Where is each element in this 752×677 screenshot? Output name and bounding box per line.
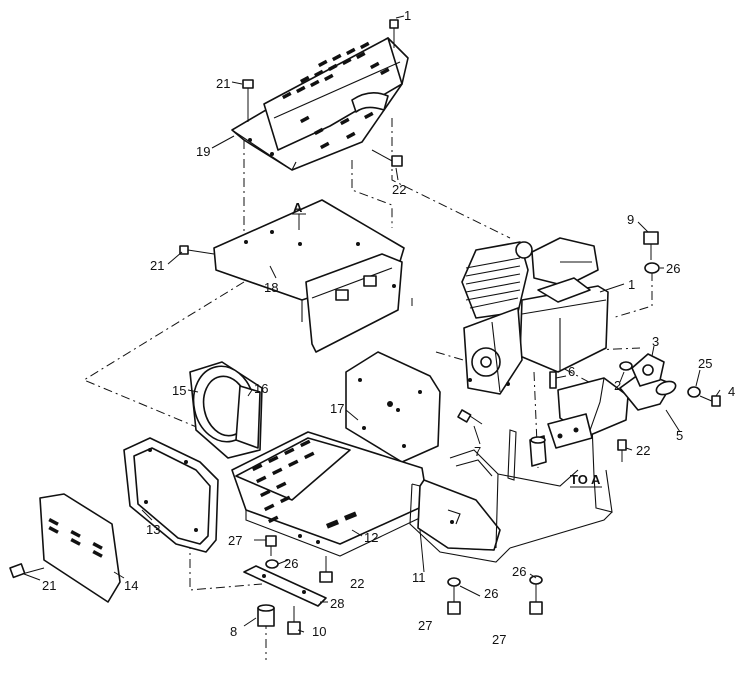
- callout-17: 17: [330, 401, 344, 416]
- callout-14: 14: [124, 578, 138, 593]
- strap-28: [243, 565, 327, 607]
- washer-2: [619, 361, 633, 371]
- bolt-22-right: [617, 439, 627, 462]
- callout-2: 2: [614, 378, 621, 393]
- bolt-22-lower: [319, 556, 333, 583]
- base-tray-vent-slots: [251, 439, 357, 529]
- bolt-9: [643, 231, 659, 260]
- callout-13: 13: [146, 522, 160, 537]
- callout-22-right: 22: [636, 443, 650, 458]
- callout-26-right: 26: [666, 261, 680, 276]
- washer-26-bottom-left: [447, 577, 461, 587]
- bolt-21-lower-left: [9, 563, 45, 579]
- bolt-10: [287, 606, 301, 635]
- engine-part-1: [461, 237, 609, 395]
- callout-21-left: 21: [150, 258, 164, 273]
- callout-7: 7: [474, 444, 481, 459]
- callout-28: 28: [330, 596, 344, 611]
- screw-top-cover: [389, 19, 399, 48]
- top-cover-vent-slots: [282, 41, 390, 150]
- mount-block-near-frame: [529, 435, 547, 467]
- washer-26-bottom-right: [529, 575, 543, 585]
- callout-19: 19: [196, 144, 210, 159]
- callout-1: 1: [628, 277, 635, 292]
- bolt-21-left: [179, 245, 215, 255]
- callout-26-bottom-left: 26: [484, 586, 498, 601]
- callout-12: 12: [364, 530, 378, 545]
- callout-6: 6: [568, 364, 575, 379]
- callout-1-top: 1: [404, 8, 411, 23]
- fasteners: [9, 19, 721, 635]
- callout-15: 15: [172, 383, 186, 398]
- callout-22-top: 22: [392, 182, 406, 197]
- bolt-27-bottom-left: [447, 586, 461, 615]
- bolt-21-top: [242, 79, 254, 122]
- callout-27-bottom-left: 27: [418, 618, 432, 633]
- callout-21-bottom: 21: [42, 578, 56, 593]
- frame-part-11: [409, 417, 613, 563]
- side-panel-part-13: [123, 437, 219, 553]
- washer-26-left: [265, 559, 279, 569]
- engine-shroud-part-18: [213, 199, 405, 353]
- callout-25: 25: [698, 356, 712, 371]
- spacer-8: [257, 604, 275, 627]
- callout-numbers: 1 1 2 3 4 5 6 7 8 9 10 11 12 13 14 15 16…: [42, 8, 735, 647]
- callout-27-left: 27: [228, 533, 242, 548]
- engine-cylinder-fins: [465, 257, 521, 309]
- muffler-part-5: [547, 371, 677, 449]
- bolt-4: [699, 395, 721, 407]
- callout-16: 16: [254, 381, 268, 396]
- callout-8: 8: [230, 624, 237, 639]
- callout-11: 11: [412, 570, 426, 585]
- reference-to-a-label: TO A: [570, 472, 601, 487]
- bolt-22-top: [371, 149, 403, 167]
- washer-25: [687, 386, 701, 398]
- reference-mark-a-top: A: [292, 200, 306, 230]
- callout-3: 3: [652, 334, 659, 349]
- callout-9: 9: [627, 212, 634, 227]
- callout-18: 18: [264, 280, 278, 295]
- callout-10: 10: [312, 624, 326, 639]
- callout-26-bottom-right: 26: [512, 564, 526, 579]
- top-cover-part-19: [231, 37, 409, 171]
- stud-6: [549, 371, 557, 389]
- ring-adapter-parts-15-16: [189, 361, 263, 459]
- callout-leaders: [23, 15, 721, 633]
- callout-21-top: 21: [216, 76, 230, 91]
- reference-to-a: TO A: [570, 472, 602, 488]
- callout-4: 4: [728, 384, 735, 399]
- callout-22-lower: 22: [350, 576, 364, 591]
- gasket-part-3: [631, 353, 665, 387]
- reference-letter-a: A: [293, 200, 303, 215]
- washer-26-right: [644, 262, 660, 274]
- end-plate-part-14: [39, 493, 121, 603]
- callout-27-bottom-right: 27: [492, 632, 506, 647]
- bolt-27-left: [265, 535, 277, 556]
- rear-plate-part-17: [345, 351, 441, 463]
- callout-26-left: 26: [284, 556, 298, 571]
- plug-7: [457, 409, 483, 425]
- callout-5: 5: [676, 428, 683, 443]
- bolt-27-bottom-right: [529, 584, 543, 615]
